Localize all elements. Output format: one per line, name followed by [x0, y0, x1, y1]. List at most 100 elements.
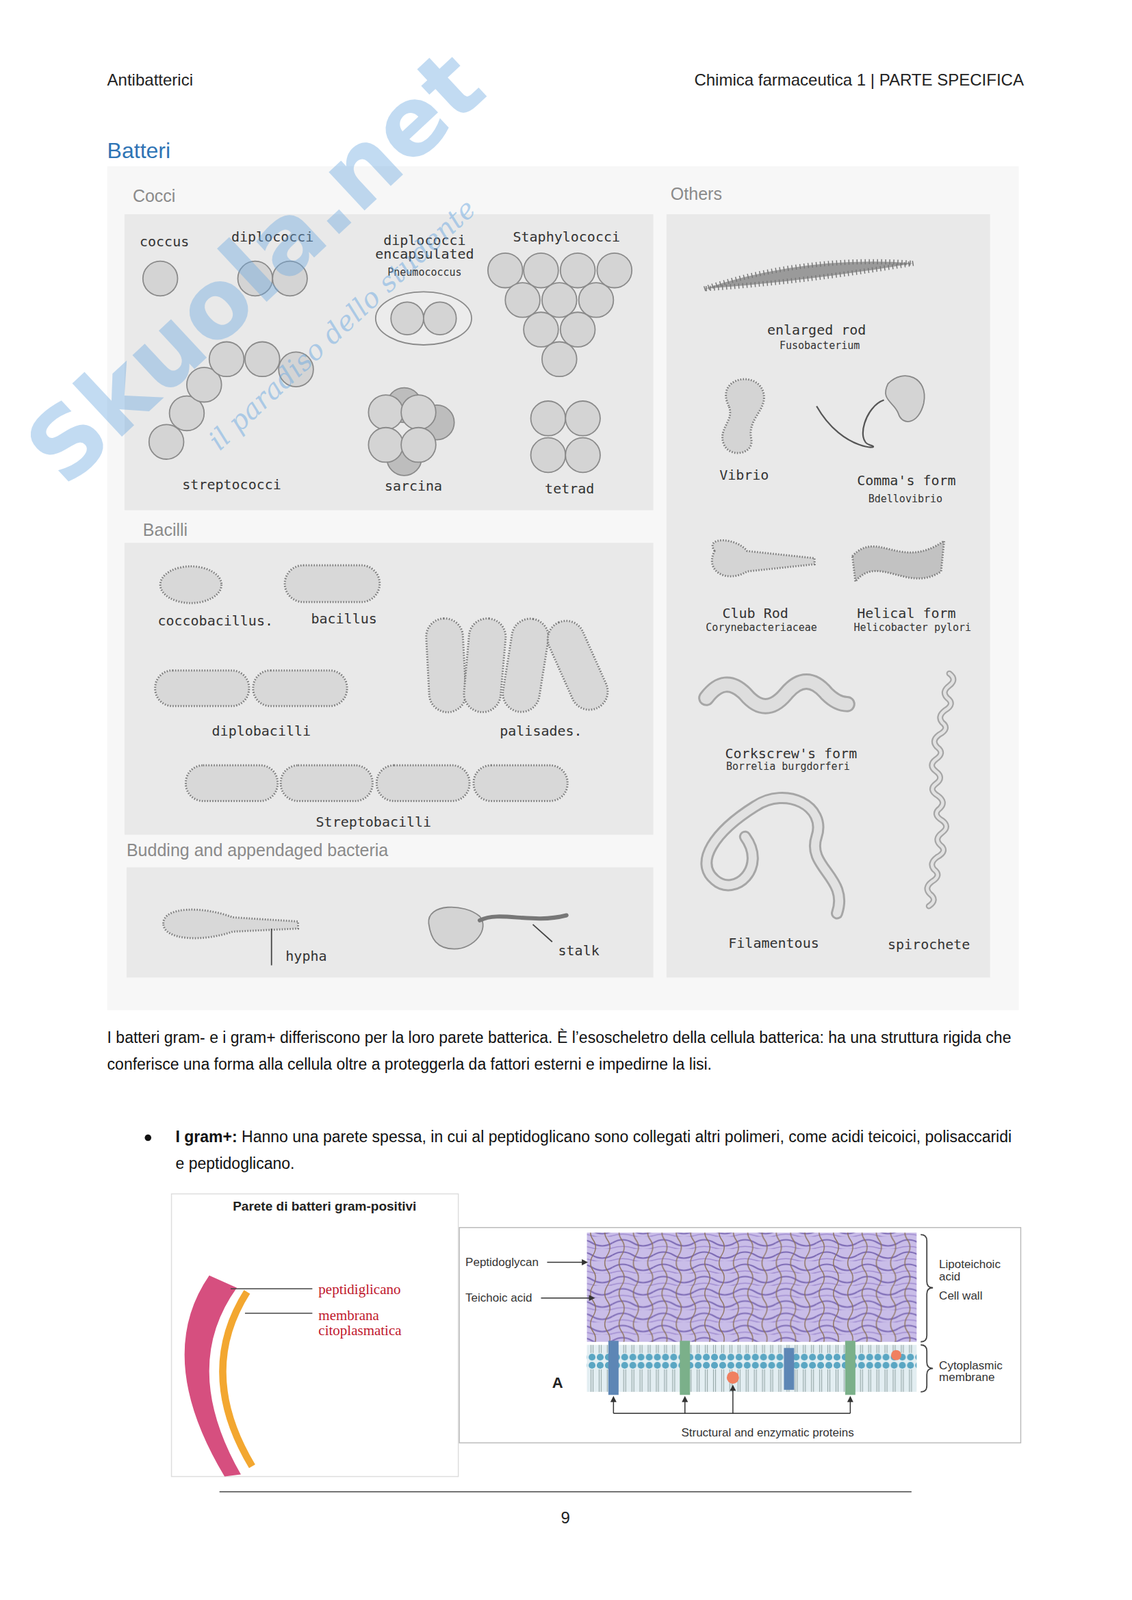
gram-positive-sketch-shape: [222, 1292, 252, 1467]
running-header: Antibatterici: [107, 70, 194, 90]
cell-wall-illustration-shape: [608, 1340, 619, 1395]
cell-wall-illustration-shape: [581, 1259, 588, 1266]
others-drawing-shape: [885, 375, 925, 422]
gram-positive-sketch-shape: [245, 1312, 313, 1314]
panel-heading: Budding and appendaged bacteria: [126, 840, 389, 861]
shape-label: Helical form: [856, 606, 957, 621]
running-header: Chimica farmaceutica 1 | PARTE SPECIFICA: [693, 70, 1024, 90]
cell-wall-illustration-shape: [891, 1350, 902, 1361]
figure-panel: Bacilli: [124, 542, 654, 835]
cocci-drawing-shape: [401, 427, 436, 463]
others-drawing-shape: [927, 673, 954, 907]
cocci-drawing-shape: [368, 427, 404, 463]
others-drawing-shape: [711, 540, 815, 577]
others-drawing-shape: [722, 379, 764, 454]
figure-background-shape: [124, 542, 654, 835]
species-label: Fusobacterium: [779, 340, 860, 352]
panel-heading: Others: [670, 184, 723, 204]
bacilli-drawing-shape: [280, 765, 373, 801]
cell-wall-illustration-shape: [920, 1344, 933, 1393]
budding-drawing: [163, 907, 567, 966]
cocci-drawing-shape: [560, 312, 596, 347]
budding-drawing-shape: [271, 928, 273, 966]
cell-wall-illustration-shape: [613, 1412, 851, 1414]
bacilli-drawing-shape: [473, 765, 568, 801]
bullet-dot: [144, 1134, 152, 1142]
cocci-drawing-shape: [565, 401, 601, 436]
panel-letter: A: [552, 1374, 564, 1392]
panel-heading: Cocci: [132, 186, 176, 207]
cocci-drawing-shape: [523, 312, 559, 347]
bacilli-drawing-shape: [425, 617, 467, 714]
cell-wall-illustration-shape: [679, 1340, 690, 1395]
shape-label: tetrad: [544, 481, 595, 496]
cocci-drawing-shape: [579, 282, 614, 318]
cell-wall-illustration: [459, 1227, 1021, 1444]
others-drawing-shape: [706, 798, 840, 914]
panel-heading: Bacilli: [143, 520, 188, 540]
footer-rule: [219, 1491, 912, 1492]
shape-label: sarcina: [384, 479, 443, 493]
part-label: Cytoplasmic membrane: [938, 1359, 1016, 1385]
body-paragraph: I batteri gram- e i gram+ differiscono p…: [107, 1024, 1022, 1078]
bacilli-drawing-shape: [542, 615, 614, 716]
cell-wall-illustration-shape: [587, 1232, 918, 1343]
shape-label: palisades.: [499, 724, 582, 738]
cell-wall-illustration-shape: [783, 1348, 794, 1391]
bacilli-drawing-shape: [500, 615, 551, 715]
shape-label: Filamentous: [728, 936, 819, 950]
cell-wall-illustration-shape: [847, 1396, 854, 1403]
others-drawing-shape: [704, 261, 914, 289]
part-label: membrana citoplasmatica: [318, 1307, 428, 1339]
cell-wall-illustration-shape: [587, 1344, 918, 1393]
gram-positive-sketch-shape: [230, 1288, 313, 1289]
cell-wall-illustration-shape: [587, 1232, 918, 1343]
figure-title: Parete di batteri gram-positivi: [232, 1199, 417, 1215]
cell-wall-illustration-shape: [726, 1371, 740, 1384]
cocci-drawing-shape: [368, 394, 404, 430]
shape-label: bacillus: [310, 611, 377, 626]
cell-wall-illustration-shape: [729, 1384, 736, 1391]
others-drawing-shape: [816, 400, 884, 448]
shape-label: Comma's form: [856, 473, 957, 488]
figure-background-shape: [126, 867, 654, 978]
cocci-drawing-shape: [390, 301, 424, 335]
part-label: Structural and enzymatic proteins: [680, 1426, 854, 1440]
part-label: stalk: [558, 943, 600, 958]
cocci-drawing-shape: [505, 282, 540, 318]
part-label: hypha: [285, 949, 327, 963]
budding-drawing-shape: [479, 915, 567, 920]
cocci-drawing-shape: [401, 394, 436, 430]
cell-wall-illustration-shape: [681, 1396, 688, 1403]
bullet-text: I gram+:Hanno una parete spessa, in cui …: [175, 1123, 1023, 1178]
bullet-dot-shape: [144, 1134, 152, 1142]
shape-label: Staphylococci: [512, 229, 621, 244]
cell-wall-illustration-shape: [920, 1234, 933, 1343]
bacilli-drawing-shape: [253, 670, 347, 707]
species-label: Borrelia burgdorferi: [726, 761, 851, 773]
shape-label: Corkscrew's form: [725, 746, 858, 761]
cocci-drawing-shape: [565, 438, 601, 473]
bacilli-drawing: [155, 565, 614, 801]
budding-drawing-shape: [428, 907, 483, 950]
budding-drawing-shape: [533, 924, 553, 942]
cocci-drawing-shape: [560, 253, 596, 289]
bacilli-drawing-shape: [376, 765, 470, 801]
species-label: Bdellovibrio: [868, 494, 943, 505]
cell-wall-illustration-shape: [732, 1388, 733, 1414]
others-drawing-shape: [927, 673, 954, 907]
cocci-drawing-shape: [542, 282, 577, 318]
part-label: peptidiglicano: [318, 1281, 401, 1297]
bacilli-drawing-shape: [185, 765, 278, 801]
footer-rule-shape: [219, 1491, 912, 1492]
gram-positive-sketch-shape: [184, 1275, 241, 1477]
part-label: Lipoteichoic acid: [938, 1258, 1016, 1284]
page-number: 9: [561, 1508, 571, 1528]
shape-label: spirochete: [887, 937, 970, 952]
figure-background-shape: [666, 214, 991, 978]
species-label: Corynebacteriaceae: [705, 622, 818, 634]
bullet-lead: I gram+:: [175, 1127, 238, 1146]
bacilli-drawing-shape: [284, 565, 380, 603]
cocci-drawing-shape: [523, 253, 559, 289]
